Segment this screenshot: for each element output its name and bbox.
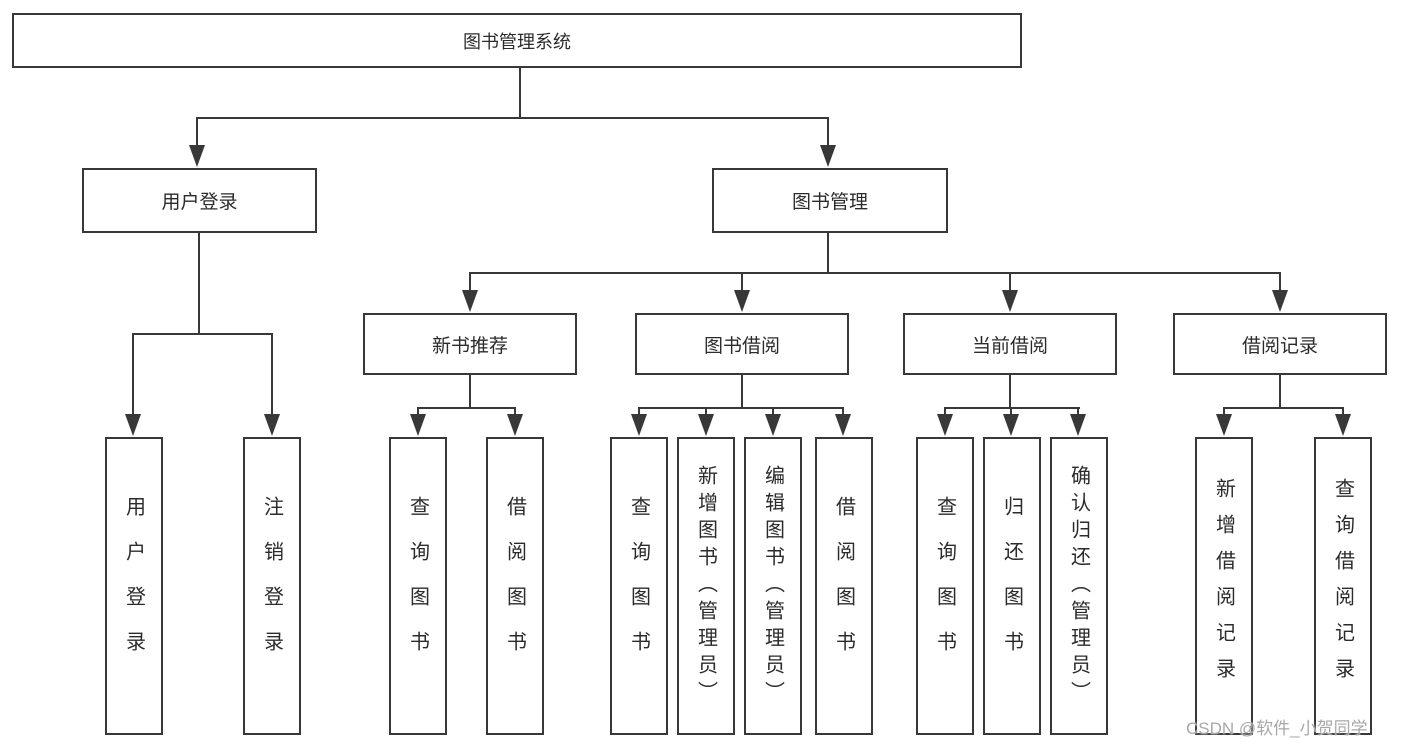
connector-userlogin-to-leaves [125, 232, 280, 436]
connector-root-to-level2 [189, 68, 836, 167]
leaf-record-query: 查询借阅记录 [1314, 437, 1372, 735]
leaf-logout: 注销登录 [243, 437, 301, 735]
connector-currentborrow-to-leaves [937, 375, 1086, 436]
leaf-record-add-label: 新增借阅记录 [1212, 478, 1235, 694]
connector-bookborrow-to-leaves [631, 375, 851, 436]
node-borrow-records-label: 借阅记录 [1241, 335, 1318, 357]
leaf-current-return-label: 归还图书 [1000, 496, 1023, 676]
node-book-borrow-label: 图书借阅 [703, 335, 780, 357]
leaf-current-confirm-admin-label: 确认归还（管理员） [1067, 464, 1090, 708]
leaf-current-confirm-admin: 确认归还（管理员） [1050, 437, 1108, 735]
leaf-borrow-book: 借阅图书 [815, 437, 873, 735]
csdn-watermark: CSDN @软件_小贺同学 [1186, 719, 1368, 738]
leaf-current-query: 查询图书 [916, 437, 974, 735]
leaf-newbook-query-label: 查询图书 [406, 496, 429, 676]
leaf-borrow-edit-admin-label: 编辑图书（管理员） [761, 464, 784, 708]
connector-bookmgmt-to-level3 [462, 233, 1288, 312]
connector-borrowrecord-to-leaves [1216, 375, 1351, 436]
node-user-login-label: 用户登录 [161, 192, 238, 213]
node-book-management-label: 图书管理 [791, 192, 868, 213]
leaf-current-return: 归还图书 [983, 437, 1041, 735]
node-book-management: 图书管理 [712, 168, 948, 233]
leaf-newbook-borrow-label: 借阅图书 [503, 496, 526, 676]
leaf-current-query-label: 查询图书 [933, 496, 956, 676]
leaf-logout-label: 注销登录 [260, 496, 283, 676]
leaf-borrow-query: 查询图书 [610, 437, 668, 735]
leaf-record-query-label: 查询借阅记录 [1331, 478, 1354, 694]
node-root: 图书管理系统 [12, 13, 1022, 68]
leaf-borrow-book-label: 借阅图书 [832, 496, 855, 676]
leaf-newbook-borrow: 借阅图书 [486, 437, 544, 735]
node-root-label: 图书管理系统 [463, 31, 571, 52]
node-new-book-recommend-label: 新书推荐 [431, 335, 508, 357]
leaf-record-add: 新增借阅记录 [1195, 437, 1253, 735]
connector-newbook-to-leaves [410, 375, 523, 436]
leaf-newbook-query: 查询图书 [389, 437, 447, 735]
node-current-borrow: 当前借阅 [903, 313, 1117, 375]
node-book-borrow: 图书借阅 [635, 313, 849, 375]
leaf-user-login: 用户登录 [105, 437, 163, 735]
node-current-borrow-label: 当前借阅 [971, 335, 1048, 357]
node-borrow-records: 借阅记录 [1173, 313, 1387, 375]
leaf-borrow-edit-admin: 编辑图书（管理员） [744, 437, 802, 735]
node-user-login: 用户登录 [82, 168, 317, 233]
node-new-book-recommend: 新书推荐 [363, 313, 577, 375]
leaf-borrow-add-admin: 新增图书（管理员） [677, 437, 735, 735]
leaf-user-login-label: 用户登录 [122, 496, 145, 676]
leaf-borrow-query-label: 查询图书 [627, 496, 650, 676]
leaf-borrow-add-admin-label: 新增图书（管理员） [694, 464, 717, 708]
